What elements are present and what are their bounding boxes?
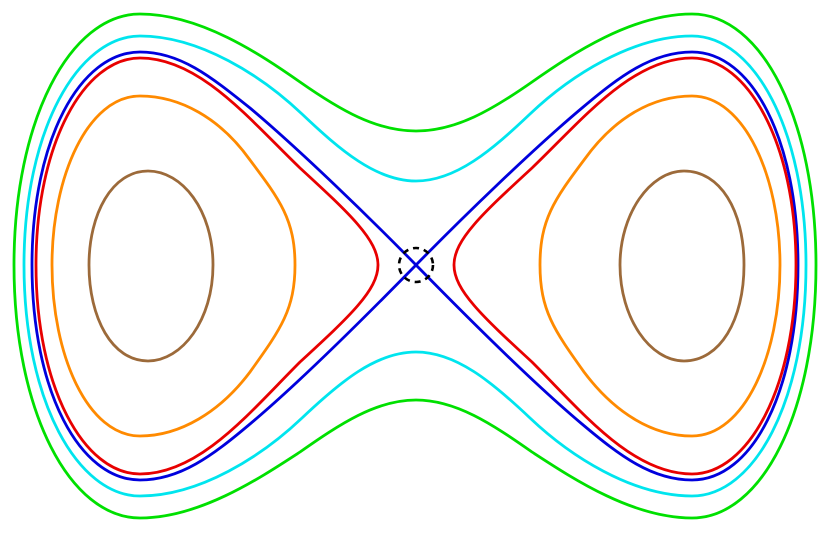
outer-orbit-cyan <box>22 34 808 498</box>
inner-orbit-brown-right <box>618 169 746 363</box>
inner-orbit-orange-right <box>538 94 782 438</box>
separatrix-blue <box>30 50 800 482</box>
inner-orbit-red-right <box>452 56 798 476</box>
inner-orbit-orange-left <box>50 94 297 438</box>
outer-orbit-green <box>12 12 818 520</box>
saddle-point-marker <box>397 246 435 284</box>
inner-orbit-brown-left <box>87 169 215 363</box>
inner-orbit-red-left <box>34 56 380 476</box>
